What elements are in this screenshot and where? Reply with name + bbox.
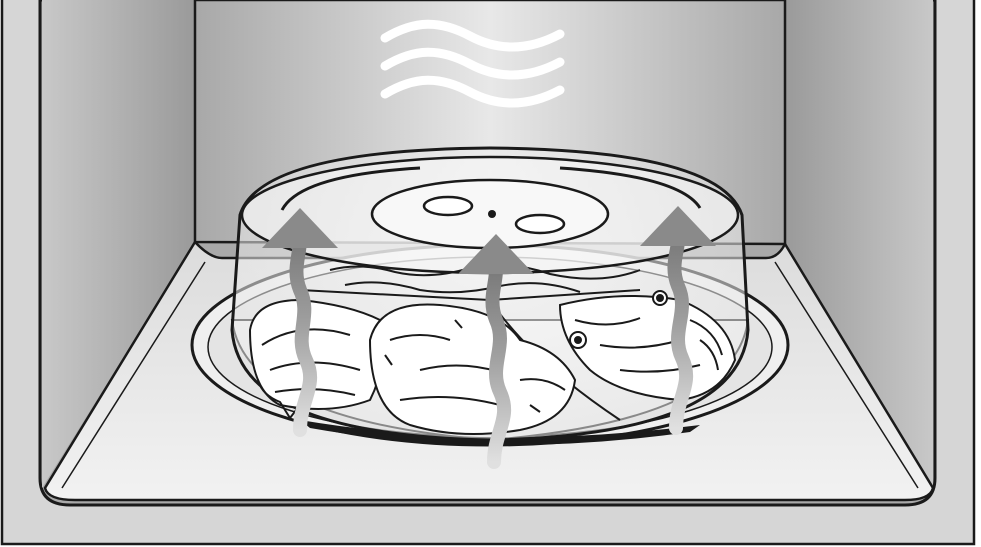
lid-vent-hole-left xyxy=(424,197,472,215)
lid-vent-hole-center xyxy=(488,210,496,218)
lid-vent-hole-right xyxy=(516,215,564,233)
